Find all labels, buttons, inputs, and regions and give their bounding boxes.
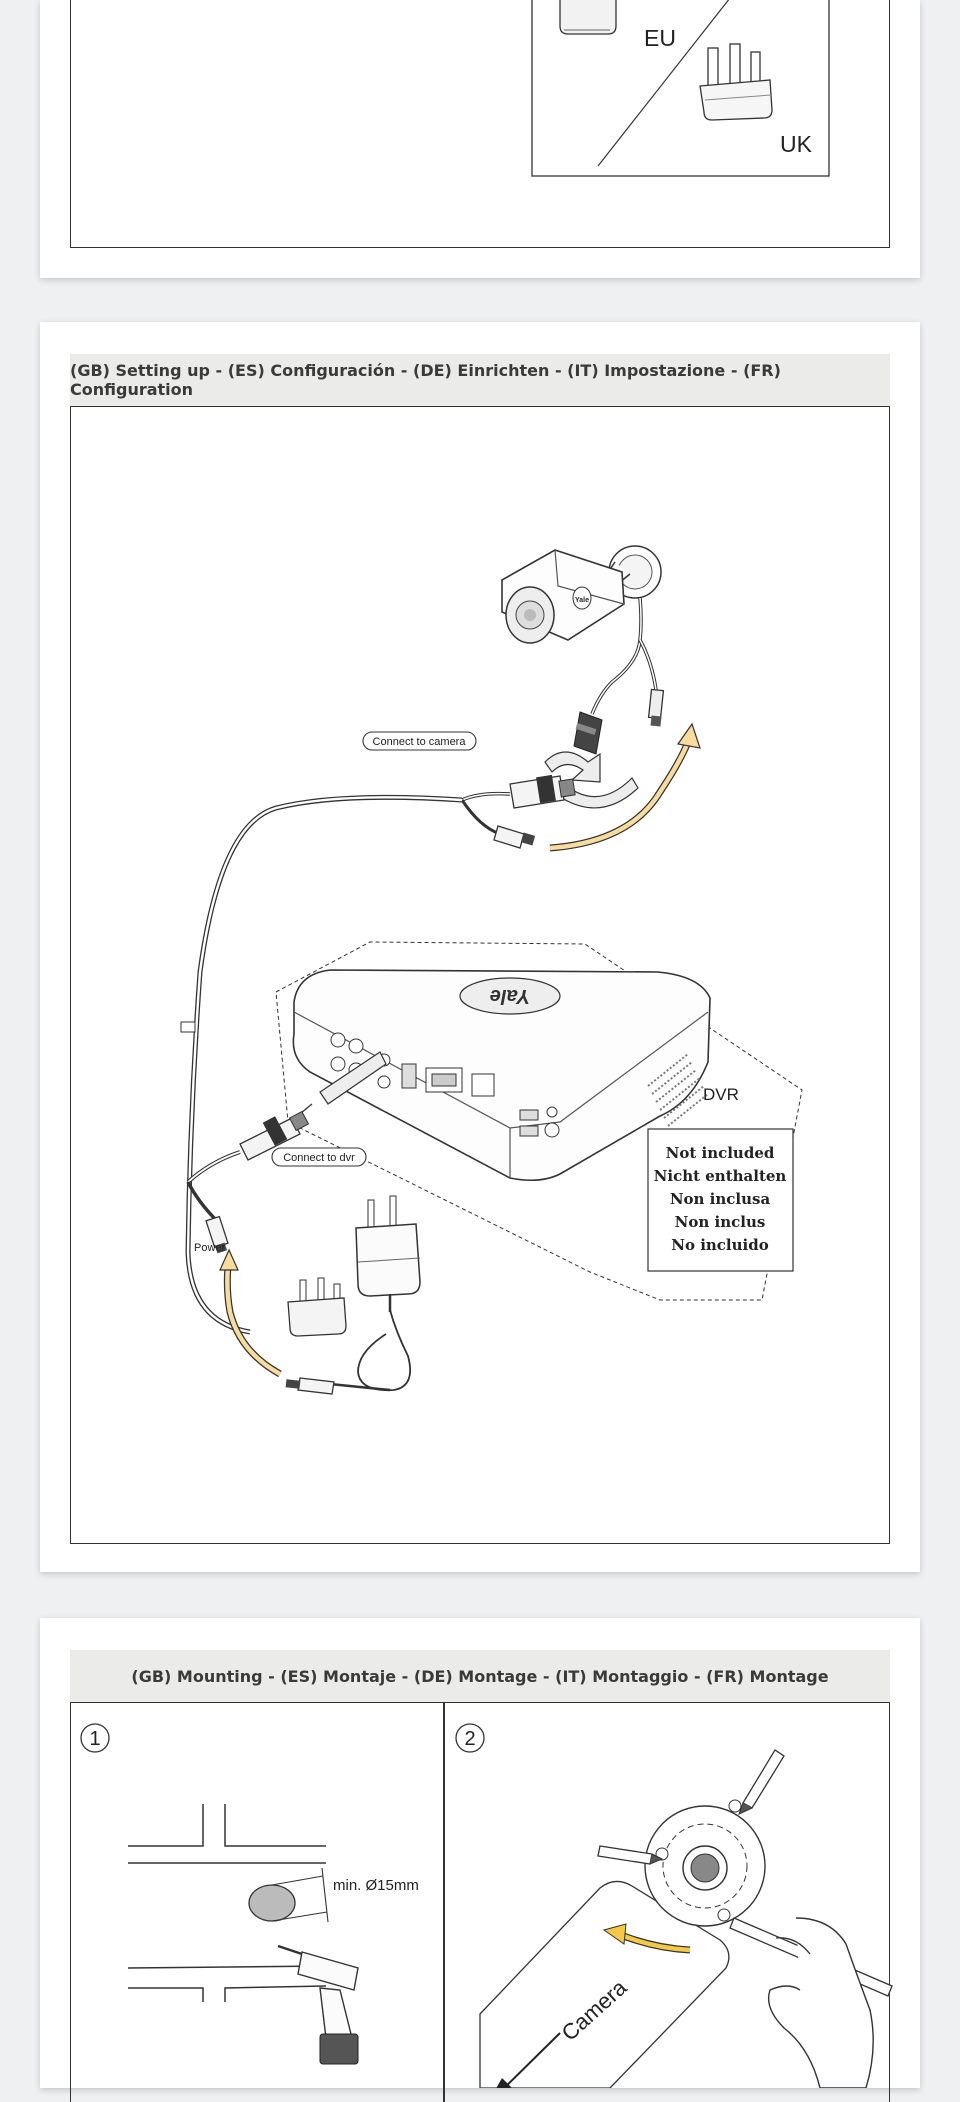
page-frame	[70, 0, 890, 248]
step-2-badge	[455, 1723, 485, 1753]
camera-template-sheet	[479, 1799, 766, 2088]
camera-brand-logo: Yale	[575, 597, 589, 604]
power-adapter-icon	[355, 1195, 421, 1392]
hole-size-label: min. Ø15mm	[333, 1877, 419, 1894]
section-heading-setup: (GB) Setting up - (ES) Configuración - (…	[70, 354, 890, 406]
manual-page-plugs: EU UK	[40, 0, 920, 278]
power-label: Power	[194, 1242, 226, 1254]
mounting-diagram: 1 min. Ø15mm 2	[80, 1723, 893, 2088]
dvr-label: DVR	[703, 1085, 739, 1104]
camera-bnc-connector	[573, 711, 603, 755]
manual-page-setup: (GB) Setting up - (ES) Configuración - (…	[40, 322, 920, 1572]
not-included-box	[647, 1128, 794, 1272]
cable-dc-plug-camera	[460, 799, 536, 849]
step-1-number: 1	[89, 1728, 100, 1750]
uk-adapter-clip-icon	[287, 1277, 347, 1337]
not-included-line: Non inclus	[675, 1213, 766, 1231]
step-1-badge	[80, 1723, 110, 1753]
drill-hole	[248, 1884, 296, 1922]
uk-label: UK	[780, 131, 813, 157]
uk-plug-icon	[699, 43, 773, 121]
not-included-line: Not included	[666, 1144, 775, 1162]
power-drill-icon	[277, 1944, 359, 2065]
manual-page-mounting: (GB) Mounting - (ES) Montaje - (DE) Mont…	[40, 1618, 920, 2102]
wall-outline	[127, 1804, 327, 2002]
setup-diagram: Yale	[180, 545, 803, 1395]
pencil-icon	[597, 1845, 664, 1865]
connect-to-camera-label: Connect to camera	[373, 736, 467, 748]
plug-adapter-illustration: EU UK	[531, 0, 830, 177]
cable-bnc-plug-dvr	[239, 1110, 310, 1161]
page-frame	[70, 1702, 890, 2102]
section-heading-mounting: (GB) Mounting - (ES) Montaje - (DE) Mont…	[70, 1650, 890, 1702]
step-divider	[443, 1702, 445, 2102]
connect-to-dvr-label: Connect to dvr	[283, 1152, 355, 1164]
connect-arrow-power	[223, 1265, 282, 1378]
dvr-recorder-icon: Yale	[292, 969, 711, 1182]
not-included-line: No incluido	[671, 1236, 768, 1254]
eu-label: EU	[644, 25, 676, 51]
dvr-brand-logo: Yale	[490, 985, 530, 1007]
not-included-line: Nicht enthalten	[654, 1167, 787, 1185]
hand-with-pencil-icon	[729, 1917, 893, 2088]
eu-plug-icon	[559, 0, 617, 35]
cable-bnc-plug-camera	[509, 774, 576, 809]
page-frame	[70, 406, 890, 1544]
step-2-number: 2	[464, 1728, 475, 1750]
not-included-line: Non inclusa	[670, 1190, 771, 1208]
cable-dc-socket-power	[205, 1215, 229, 1254]
bullet-camera-icon: Yale	[501, 545, 662, 644]
pencil-icon	[738, 1749, 785, 1815]
